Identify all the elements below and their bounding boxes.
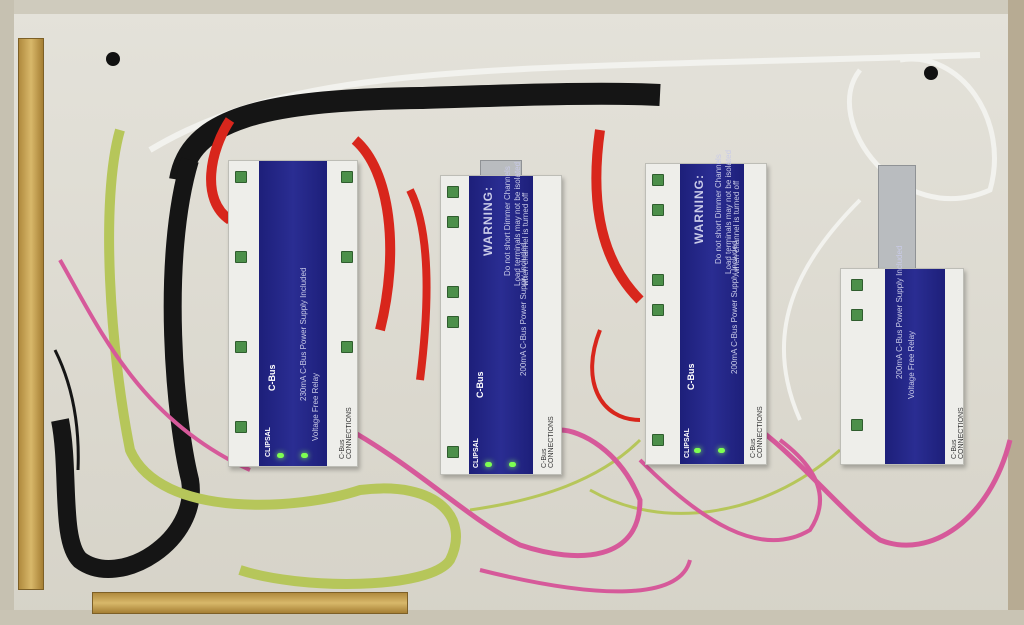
module-face: WARNING: Do not short Dimmer Channels Lo… [469,162,533,474]
warning-title: WARNING: [481,186,495,256]
status-led [301,453,308,458]
terminal [447,286,459,298]
status-led [694,448,701,453]
terminal [652,304,664,316]
cbus-connections-label: C-Bus CONNECTIONS [951,407,965,459]
power-supply-label: 200mA C-Bus Power Supply Included [895,245,904,379]
module-face: 230mA C-Bus Power Supply Included Voltag… [259,161,327,466]
terminal [235,341,247,353]
mounting-hole [924,66,938,80]
warning-line: Do not short Dimmer Channels [714,154,723,264]
status-led [509,462,516,467]
cbus-logo: C-Bus [475,371,485,399]
terminal [447,216,459,228]
terminal [341,341,353,353]
enclosure-frame-right [1008,0,1024,625]
cbus-connections-label: C-Bus CONNECTIONS [750,406,764,458]
terminal [235,251,247,263]
cbus-connections-label: C-Bus CONNECTIONS [541,416,555,468]
terminal [652,274,664,286]
terminal [652,434,664,446]
type-label: Voltage Free Relay [907,330,916,399]
terminal [341,251,353,263]
status-led [485,462,492,467]
power-supply-label: 230mA C-Bus Power Supply Included [299,267,308,401]
status-led [277,453,284,458]
warning-title: WARNING: [692,174,706,244]
cbus-logo: C-Bus [686,363,696,391]
earth-busbar-horizontal [92,592,408,614]
power-supply-label: 200mA C-Bus Power Supply Included [519,242,528,376]
terminal [235,171,247,183]
terminal [447,316,459,328]
cbus-logo: C-Bus [267,364,277,392]
din-rail [878,165,916,277]
cbus-relay-module-4ch: 200mA C-Bus Power Supply Included Voltag… [840,246,965,465]
brand-label: CLIPSAL [265,427,272,457]
terminal [341,171,353,183]
brand-label: CLIPSAL [684,428,691,458]
enclosure-frame-left [0,0,14,625]
cbus-dimmer-module-b: WARNING: Do not short Dimmer Channels Lo… [645,150,767,465]
module-face: 200mA C-Bus Power Supply Included Voltag… [885,246,945,464]
module-face: WARNING: Do not short Dimmer Channels Lo… [680,150,744,464]
neutral-busbar-vertical [18,38,44,590]
brand-label: CLIPSAL [473,438,480,468]
terminal [652,204,664,216]
terminal [652,174,664,186]
cbus-dimmer-module-a: WARNING: Do not short Dimmer Channels Lo… [440,162,562,475]
status-led [718,448,725,453]
terminal [447,446,459,458]
terminal [851,279,863,291]
terminal [851,309,863,321]
terminal [851,419,863,431]
mounting-hole [106,52,120,66]
type-label: Voltage Free Relay [311,372,320,441]
enclosure-frame-top [0,0,1024,14]
warning-line: Do not short Dimmer Channels [503,166,512,276]
terminal [235,421,247,433]
power-supply-label: 200mA C-Bus Power Supply Included [730,240,739,374]
cbus-relay-module-12ch: 230mA C-Bus Power Supply Included Voltag… [228,160,358,467]
cbus-connections-label: C-Bus CONNECTIONS [339,407,353,459]
terminal [447,186,459,198]
